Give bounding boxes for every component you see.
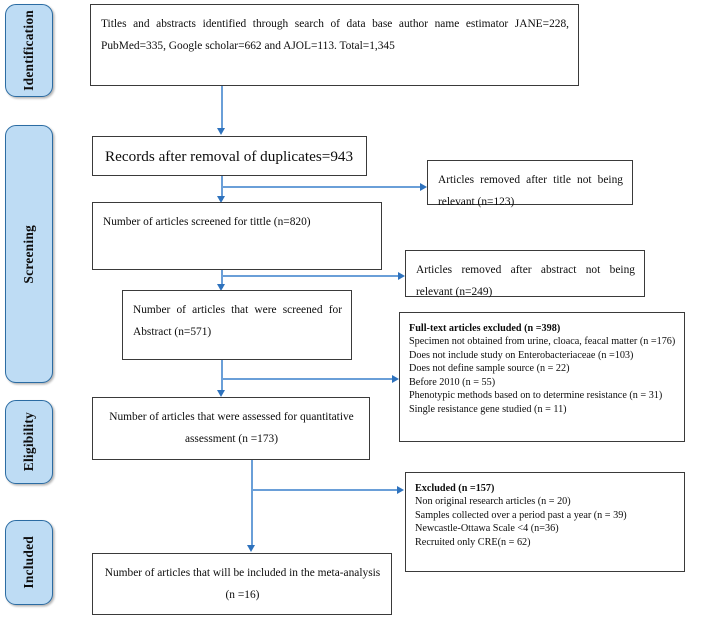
- box-fulltext-excluded-reason: Phenotypic methods based on to determine…: [409, 390, 663, 402]
- box-removed-after-abstract-text: Articles removed after abstract not bein…: [416, 264, 635, 299]
- connector-abstract-to-fulltext-excluded: [221, 378, 393, 380]
- box-fulltext-excluded-reason: Does not define sample source (n = 22): [409, 363, 570, 375]
- arrowhead-to-removed-abstract: [398, 272, 405, 280]
- stage-label-included: Included: [5, 520, 53, 605]
- stage-label-screening-text: Screening: [21, 224, 36, 284]
- box-excluded-final-heading: Excluded (n =157): [415, 483, 495, 494]
- box-removed-after-title: Articles removed after title not being r…: [427, 160, 633, 208]
- box-fulltext-excluded-reason: Does not include study on Enterobacteria…: [409, 349, 634, 361]
- arrowhead-duplicates-to-screened-title: [217, 196, 225, 203]
- connector-assessed-down: [251, 460, 253, 548]
- box-fulltext-excluded-reason: Specimen not obtained from urine, cloaca…: [409, 336, 676, 348]
- connector-duplicates-down: [221, 176, 223, 200]
- connector-assessed-to-excluded-final: [251, 489, 398, 491]
- box-fulltext-excluded-reason: Single resistance gene studied (n = 11): [409, 403, 567, 415]
- box-screened-title-text: Number of articles screened for tittle (…: [103, 216, 311, 228]
- box-excluded-final: Excluded (n =157) Non original research …: [405, 472, 685, 572]
- arrowhead-to-fulltext-excluded: [392, 375, 399, 383]
- box-excluded-final-reason: Samples collected over a period past a y…: [415, 509, 627, 521]
- box-included-meta-analysis: Number of articles that will be included…: [92, 553, 392, 615]
- box-excluded-final-reason: Newcastle-Ottawa Scale <4 (n=36): [415, 523, 559, 535]
- box-fulltext-excluded-heading: Full-text articles excluded (n =398): [409, 323, 561, 334]
- box-fulltext-excluded-text: Full-text articles excluded (n =398) Spe…: [409, 322, 677, 416]
- box-screened-abstract-text: Number of articles that were screened fo…: [133, 304, 342, 339]
- box-assessed-quantitative: Number of articles that were assessed fo…: [92, 397, 370, 460]
- box-duplicates-removed-text: Records after removal of duplicates=943: [105, 148, 354, 165]
- box-records-identified-text: Titles and abstracts identified through …: [101, 18, 569, 53]
- stage-label-identification-text: Identification: [21, 10, 36, 91]
- stage-label-screening: Screening: [5, 125, 53, 383]
- box-excluded-final-text: Excluded (n =157) Non original research …: [415, 482, 677, 549]
- box-screened-abstract: Number of articles that were screened fo…: [122, 290, 352, 360]
- connector-title-to-removed-abstract: [221, 275, 399, 277]
- box-records-identified: Titles and abstracts identified through …: [90, 4, 579, 86]
- connector-abstract-down: [221, 360, 223, 392]
- box-excluded-final-reason: Non original research articles (n = 20): [415, 496, 571, 508]
- box-fulltext-excluded-reason: Before 2010 (n = 55): [409, 376, 496, 388]
- connector-duplicates-to-removed-title: [221, 186, 421, 188]
- arrowhead-identified-to-duplicates: [217, 128, 225, 135]
- box-fulltext-excluded: Full-text articles excluded (n =398) Spe…: [399, 312, 685, 442]
- box-assessed-quantitative-text: Number of articles that were assessed fo…: [109, 411, 354, 446]
- box-included-meta-analysis-text: Number of articles that will be included…: [104, 567, 381, 602]
- arrowhead-assessed-to-included: [247, 545, 255, 552]
- arrowhead-to-removed-title: [420, 183, 427, 191]
- connector-identified-to-duplicates: [221, 86, 223, 129]
- arrowhead-to-excluded-final: [397, 486, 404, 494]
- stage-label-included-text: Included: [21, 536, 36, 589]
- box-duplicates-removed: Records after removal of duplicates=943: [92, 136, 367, 176]
- box-screened-title: Number of articles screened for tittle (…: [92, 202, 382, 270]
- connector-screened-title-down: [221, 270, 223, 288]
- stage-label-eligibility: Eligibility: [5, 400, 53, 484]
- stage-label-eligibility-text: Eligibility: [21, 412, 36, 472]
- arrowhead-title-to-screened-abstract: [217, 284, 225, 291]
- box-removed-after-abstract: Articles removed after abstract not bein…: [405, 250, 645, 298]
- arrowhead-abstract-to-assessed: [217, 390, 225, 397]
- box-excluded-final-reason: Recruited only CRE(n = 62): [415, 536, 531, 548]
- stage-label-identification: Identification: [5, 4, 53, 97]
- box-removed-after-title-text: Articles removed after title not being r…: [438, 174, 623, 209]
